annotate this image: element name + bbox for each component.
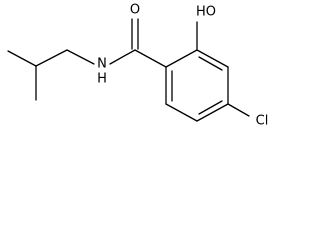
isobutyl-chain (7, 49, 95, 101)
bond-ring-chlorine (227, 103, 250, 117)
chlorine-label: Cl (256, 114, 269, 129)
bond-ch-ch2 (35, 49, 68, 67)
benzene-ring (165, 49, 229, 122)
substituents (196, 21, 250, 117)
bond-ch2-n (66, 49, 95, 65)
amide-nitrogen-label: N (97, 57, 107, 72)
bond-n-carbonyl (109, 49, 136, 65)
ring-bond-c4-c5 (196, 103, 229, 122)
ring-inner-double-c4-c5 (198, 100, 223, 115)
amide-group (109, 18, 167, 68)
carbonyl-oxygen-label: O (130, 3, 140, 18)
bond-carbonyl-ring (134, 49, 167, 68)
hydroxyl-label: HO (196, 5, 216, 20)
bond-methyl-upper (7, 50, 37, 67)
ring-bond-c2-c3 (196, 49, 229, 68)
ring-bond-c5-c6 (165, 103, 198, 122)
ring-inner-double-c2-c3 (198, 56, 223, 71)
chemical-structure: HO O N H Cl (7, 3, 269, 129)
amide-hydrogen-label: H (97, 72, 107, 87)
ring-bond-c1-c2 (165, 49, 198, 68)
